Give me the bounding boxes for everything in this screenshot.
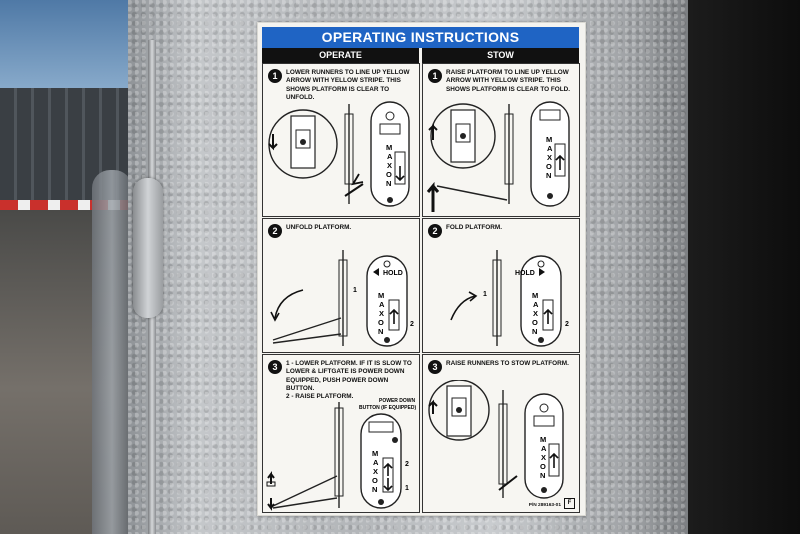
label-title: OPERATING INSTRUCTIONS xyxy=(262,27,579,48)
step-number: 2 xyxy=(428,224,442,238)
truck-stripe xyxy=(0,200,140,210)
control-box-icon xyxy=(366,255,408,347)
svg-text:X: X xyxy=(373,467,378,476)
svg-text:A: A xyxy=(387,152,393,161)
up-arrow-icon xyxy=(428,399,438,414)
operate-step-2-panel: 2 UNFOLD PLATFORM. 1 HOLD M A X O xyxy=(262,218,420,353)
control-box-icon xyxy=(360,413,402,509)
operating-instructions-label: OPERATING INSTRUCTIONS OPERATE STOW 1 LO… xyxy=(257,22,586,516)
control-box-icon xyxy=(530,101,570,207)
step-instruction: 1 - LOWER PLATFORM. IF IT IS SLOW TO LOW… xyxy=(286,360,412,401)
step-number: 2 xyxy=(268,224,282,238)
svg-text:2: 2 xyxy=(410,321,414,328)
up-arrow-icon xyxy=(428,123,438,140)
svg-text:POWER DOWN: POWER DOWN xyxy=(379,398,415,404)
svg-text:A: A xyxy=(373,458,379,467)
svg-text:N: N xyxy=(378,327,383,336)
svg-text:M: M xyxy=(540,435,546,444)
stow-1-illustration: M A X O N xyxy=(426,101,570,212)
svg-text:1: 1 xyxy=(405,485,409,492)
svg-text:O: O xyxy=(372,476,378,485)
column-header-operate: OPERATE xyxy=(262,48,419,63)
step-number: 1 xyxy=(428,69,442,83)
step-instruction: RAISE PLATFORM TO LINE UP YELLOW ARROW W… xyxy=(446,69,571,93)
step-instruction: RAISE RUNNERS TO STOW PLATFORM. xyxy=(446,360,569,367)
operate-step-1-panel: 1 LOWER RUNNERS TO LINE UP YELLOW ARROW … xyxy=(262,63,420,217)
step-number: 3 xyxy=(268,360,282,374)
svg-text:1: 1 xyxy=(483,291,487,298)
sky xyxy=(0,0,140,100)
stow-2-illustration: 1 HOLD M A X O N 2 xyxy=(450,250,569,347)
svg-text:A: A xyxy=(547,144,553,153)
svg-text:X: X xyxy=(387,161,392,170)
svg-text:A: A xyxy=(379,300,385,309)
operate-2-illustration: 1 HOLD M A X O N 2 xyxy=(270,250,414,347)
svg-text:2: 2 xyxy=(565,321,569,328)
svg-text:HOLD: HOLD xyxy=(383,270,403,277)
svg-text:N: N xyxy=(546,171,551,180)
step-number: 1 xyxy=(268,69,282,83)
svg-text:M: M xyxy=(386,143,392,152)
column-header-stow: STOW xyxy=(422,48,579,63)
svg-text:N: N xyxy=(372,485,377,494)
up-arrow-icon xyxy=(267,471,275,484)
svg-text:M: M xyxy=(378,291,384,300)
svg-text:O: O xyxy=(386,170,392,179)
svg-text:M: M xyxy=(532,291,538,300)
post-bracket xyxy=(133,178,163,318)
step-instruction: LOWER RUNNERS TO LINE UP YELLOW ARROW WI… xyxy=(286,69,410,101)
operate-1-illustration: M A X O N xyxy=(268,101,410,207)
down-arrow-icon xyxy=(267,498,275,511)
svg-text:N: N xyxy=(540,471,545,480)
stow-step-3-panel: 3 RAISE RUNNERS TO STOW PLATFORM. M A X xyxy=(422,354,580,513)
svg-text:BUTTON (IF EQUIPPED): BUTTON (IF EQUIPPED) xyxy=(359,405,416,411)
svg-text:N: N xyxy=(386,179,391,188)
stow-3-illustration: M A X O N xyxy=(428,380,564,499)
svg-text:O: O xyxy=(532,318,538,327)
svg-text:A: A xyxy=(541,444,547,453)
step-instruction: UNFOLD PLATFORM. xyxy=(286,224,352,231)
up-arrow-icon xyxy=(426,181,440,212)
revision-letter: F xyxy=(564,498,575,509)
svg-text:M: M xyxy=(546,135,552,144)
step-number: 3 xyxy=(428,360,442,374)
svg-text:X: X xyxy=(533,309,538,318)
curved-arrow-icon xyxy=(274,289,304,319)
svg-text:O: O xyxy=(378,318,384,327)
background-person xyxy=(92,170,132,534)
svg-text:M: M xyxy=(372,449,378,458)
svg-text:X: X xyxy=(379,309,384,318)
control-box-icon xyxy=(520,255,562,347)
svg-text:N: N xyxy=(532,327,537,336)
svg-text:X: X xyxy=(541,453,546,462)
curved-arrow-icon xyxy=(450,295,476,321)
svg-text:1: 1 xyxy=(353,287,357,294)
svg-text:X: X xyxy=(547,153,552,162)
operate-3-illustration: POWER DOWN BUTTON (IF EQUIPPED) M A X O … xyxy=(266,398,416,511)
svg-text:O: O xyxy=(546,162,552,171)
dark-background-right xyxy=(688,0,800,534)
part-number: P/N 289163-01 xyxy=(528,503,561,508)
svg-text:2: 2 xyxy=(405,461,409,468)
stow-step-1-panel: 1 RAISE PLATFORM TO LINE UP YELLOW ARROW… xyxy=(422,63,580,217)
operate-step-3-panel: 3 1 - LOWER PLATFORM. IF IT IS SLOW TO L… xyxy=(262,354,420,513)
down-arrow-icon xyxy=(268,134,278,151)
svg-text:O: O xyxy=(540,462,546,471)
svg-text:HOLD: HOLD xyxy=(515,270,535,277)
stow-step-2-panel: 2 FOLD PLATFORM. 1 HOLD M A X O N xyxy=(422,218,580,353)
step-instruction: FOLD PLATFORM. xyxy=(446,224,502,231)
svg-text:A: A xyxy=(533,300,539,309)
